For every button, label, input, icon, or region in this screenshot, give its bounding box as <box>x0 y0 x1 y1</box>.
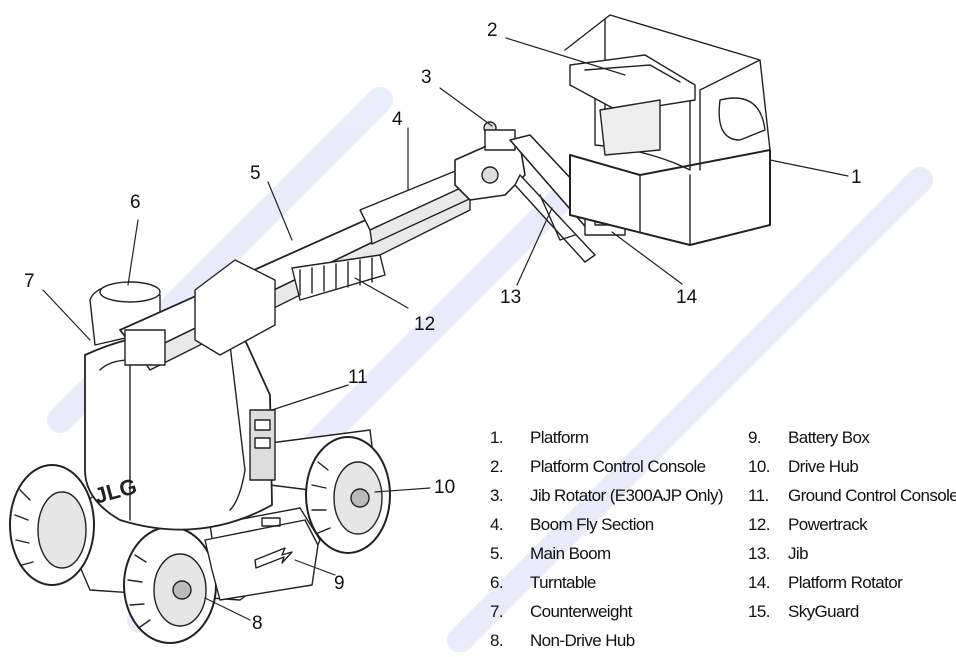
legend-number: 4. <box>490 515 504 534</box>
callout-12: 12 <box>414 314 436 335</box>
legend-column-1: 1. Platform 2. Platform Control Console 3.… <box>490 428 740 652</box>
legend-label: Jib Rotator (E300AJP Only) <box>530 486 724 505</box>
legend-number: 8. <box>490 631 504 650</box>
callout-13: 13 <box>500 287 522 308</box>
legend-number: 10. <box>748 457 770 476</box>
legend-label: Turntable <box>530 573 596 592</box>
legend-label: Main Boom <box>530 544 611 563</box>
callout-4: 4 <box>392 109 403 130</box>
wheel-front-right-drive <box>305 436 391 554</box>
ground-control-console <box>249 409 276 481</box>
legend-label: Platform <box>530 428 589 447</box>
callout-14: 14 <box>676 287 698 308</box>
callout-5: 5 <box>250 163 261 184</box>
legend-label: Boom Fly Section <box>530 515 654 534</box>
legend-label: Platform Rotator <box>788 573 903 592</box>
wheel-front-left-nondrive <box>123 526 217 644</box>
legend-column-2: 9. Battery Box 10. Drive Hub 11. Ground Con… <box>748 428 956 628</box>
leader-lines <box>42 37 849 621</box>
callout-8: 8 <box>252 613 263 634</box>
platform <box>564 14 771 246</box>
legend-number: 1. <box>490 428 504 447</box>
legend-label: Battery Box <box>788 428 870 447</box>
legend-number: 15. <box>748 602 770 621</box>
legend-number: 5. <box>490 544 504 563</box>
legend-label: Counterweight <box>530 602 632 621</box>
callout-2: 2 <box>487 20 498 41</box>
legend-number: 12. <box>748 515 770 534</box>
legend-label: Platform Control Console <box>530 457 706 476</box>
legend-label: Powertrack <box>788 515 868 534</box>
legend-number: 14. <box>748 573 770 592</box>
legend-label: Drive Hub <box>788 457 859 476</box>
wheel-rear-left <box>9 464 95 586</box>
legend-number: 13. <box>748 544 770 563</box>
legend-number: 6. <box>490 573 504 592</box>
legend-number: 7. <box>490 602 504 621</box>
legend-label: Ground Control Console <box>788 486 956 505</box>
powertrack <box>291 254 386 301</box>
callout-7: 7 <box>24 271 35 292</box>
legend-label: Non-Drive Hub <box>530 631 635 650</box>
callout-10: 10 <box>434 477 456 498</box>
legend-number: 9. <box>748 428 762 447</box>
legend-number: 2. <box>490 457 504 476</box>
legend-number: 11. <box>748 486 769 505</box>
callout-3: 3 <box>421 67 432 88</box>
callout-11: 11 <box>348 367 368 388</box>
callout-6: 6 <box>130 192 141 213</box>
callout-1: 1 <box>851 167 862 188</box>
legend-label: Jib <box>788 544 809 563</box>
callout-9: 9 <box>334 573 345 594</box>
legend-number: 3. <box>490 486 504 505</box>
legend-label: SkyGuard <box>788 602 859 621</box>
battery-box <box>204 517 319 601</box>
platform-control-console <box>569 54 696 156</box>
jib-rotator <box>454 121 526 201</box>
turntable: JLG <box>84 331 273 531</box>
